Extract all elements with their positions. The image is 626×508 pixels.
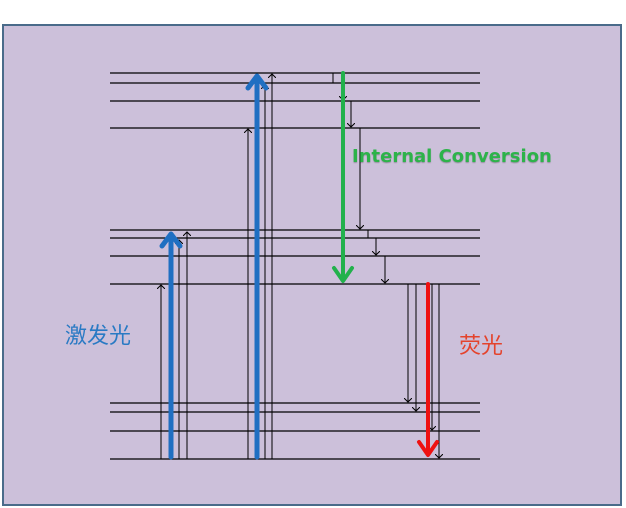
excitation-light-label: 激发光 (65, 324, 132, 349)
s2-energy-levels (110, 72, 480, 129)
excitation-arrowhead-s2 (245, 73, 269, 91)
vibrational-relaxation-s1 (367, 230, 385, 283)
fluorescence-arrow (417, 282, 439, 457)
thin-emission-arrows (405, 283, 439, 458)
internal-conversion-arrow (332, 71, 354, 283)
internal-conversion-label: Internal Conversion (352, 146, 552, 167)
diagram-background (2, 24, 622, 506)
thin-absorption-arrows-s1 (161, 232, 187, 459)
excitation-arrows (159, 73, 269, 460)
fluorescence-label: 荧光 (459, 334, 504, 359)
thin-absorption-arrows-s2 (248, 74, 272, 459)
excitation-arrowhead-s1 (159, 231, 183, 249)
